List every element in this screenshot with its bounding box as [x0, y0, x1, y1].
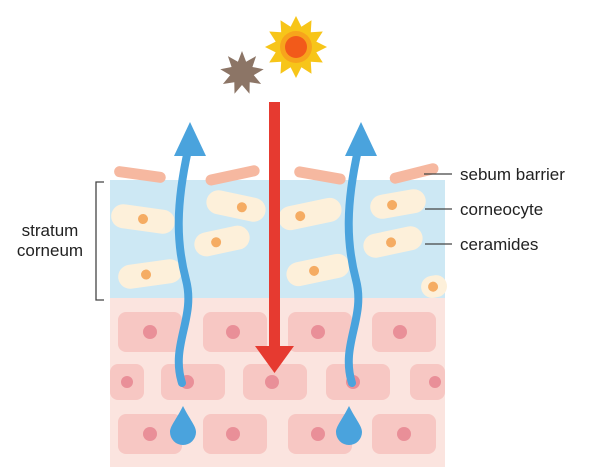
water-loss-arrow-icon	[344, 122, 377, 387]
corneocyte	[206, 190, 266, 222]
water-loss-arrow-icon	[174, 122, 206, 387]
stratum-corneum-bracket	[95, 181, 104, 301]
lower-skin-cells	[110, 312, 445, 454]
uv-ray-arrow-icon	[255, 102, 294, 373]
skin-cell	[288, 414, 352, 454]
corneocyte	[278, 197, 342, 231]
corneocyte	[118, 259, 182, 289]
skin-cell	[243, 364, 307, 400]
water-drop-icon	[336, 406, 362, 445]
skin-cell	[203, 414, 267, 454]
skin-cell	[118, 414, 182, 454]
corneocyte	[194, 225, 250, 257]
skin-cell	[118, 312, 182, 352]
skin-cell	[410, 364, 445, 400]
corneocyte	[370, 189, 426, 219]
bracket-label-line2: corneum	[17, 241, 83, 260]
corneocyte	[421, 275, 448, 298]
skin-cell	[372, 312, 436, 352]
skin-cell	[372, 414, 436, 454]
corneocyte	[111, 204, 175, 234]
corneocytes	[111, 189, 448, 298]
corneocyte	[363, 226, 423, 258]
ceramides-label: ceramides	[460, 235, 538, 254]
skin-cell	[203, 312, 267, 352]
skin-cell	[110, 364, 144, 400]
sun-icon	[265, 16, 327, 78]
sebum-barrier-label: sebum barrier	[460, 165, 565, 184]
corneocyte-label: corneocyte	[460, 200, 543, 219]
bracket-label-line1: stratum	[22, 221, 79, 240]
water-drop-icon	[170, 406, 196, 445]
skin-cell	[326, 364, 390, 400]
skin-cell	[288, 312, 352, 352]
sebum-barrier	[114, 163, 439, 186]
pollutant-icon	[220, 51, 264, 94]
corneocyte	[286, 253, 350, 287]
skin-cell	[161, 364, 225, 400]
